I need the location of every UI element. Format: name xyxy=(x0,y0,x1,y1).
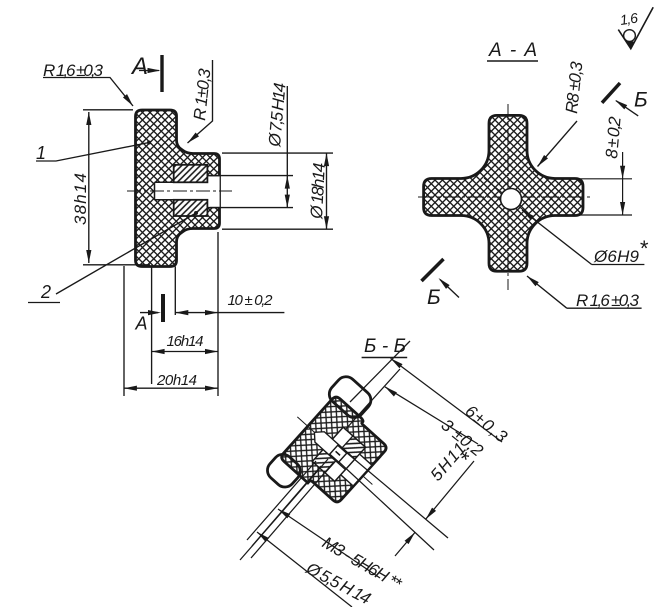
svg-text:20h14: 20h14 xyxy=(156,372,197,389)
svg-text:16h14: 16h14 xyxy=(167,333,204,350)
svg-text:Ø6H9: Ø6H9 xyxy=(593,247,640,266)
svg-text:38h14: 38h14 xyxy=(71,173,90,225)
svg-text:Б: Б xyxy=(634,89,648,112)
svg-text:2: 2 xyxy=(40,282,51,302)
svg-text:Б: Б xyxy=(427,286,441,309)
svg-text:A: A xyxy=(130,53,148,80)
svg-text:Ø 18h14: Ø 18h14 xyxy=(307,162,329,220)
svg-text:R 1,6 ±0,3: R 1,6 ±0,3 xyxy=(43,61,104,80)
svg-text:*: * xyxy=(639,236,649,261)
svg-text:A - A: A - A xyxy=(488,40,537,61)
svg-text:10 ± 0,2: 10 ± 0,2 xyxy=(228,292,274,309)
svg-text:R 1,6 ±0,3: R 1,6 ±0,3 xyxy=(576,291,640,310)
svg-text:A: A xyxy=(135,314,148,334)
svg-text:Ø 7,5 H14: Ø 7,5 H14 xyxy=(265,82,290,148)
svg-text:R 1±0,3: R 1±0,3 xyxy=(190,67,214,121)
svg-text:1,6: 1,6 xyxy=(619,10,639,28)
svg-text:Б - Б: Б - Б xyxy=(364,336,406,357)
svg-text:8 ± 0,2: 8 ± 0,2 xyxy=(602,115,625,159)
svg-text:R8 ±0,3: R8 ±0,3 xyxy=(562,60,586,114)
svg-text:1: 1 xyxy=(36,143,46,163)
